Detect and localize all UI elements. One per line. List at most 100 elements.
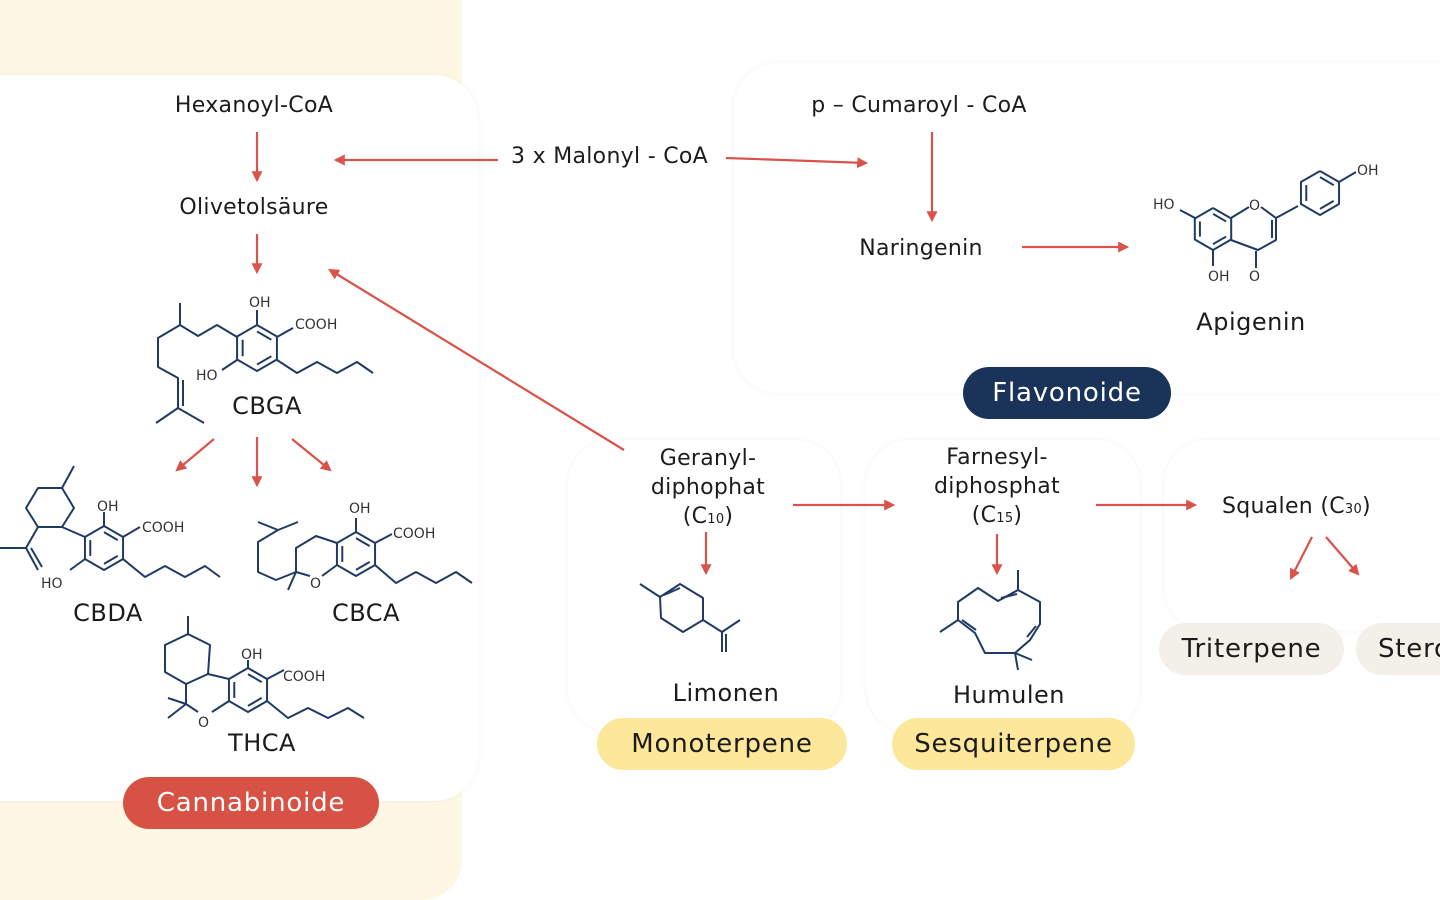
- ho-label: HO: [41, 576, 63, 592]
- bond: [266, 700, 365, 719]
- limonen-label: Limonen: [672, 679, 780, 707]
- ho-label: HO: [196, 368, 218, 384]
- reaction-arrow: [1325, 536, 1360, 576]
- cbga-label: CBGA: [232, 392, 302, 420]
- bond: [702, 619, 723, 652]
- squalen-subscript: 30: [1344, 502, 1363, 517]
- olivetolsaeure-label: Olivetolsäure: [179, 195, 329, 220]
- geranyl-line2: diphophat: [650, 475, 766, 500]
- humulen-label: Humulen: [953, 681, 1065, 709]
- double-bond: [1212, 235, 1227, 245]
- formula-close: ): [1013, 503, 1023, 528]
- bond: [211, 700, 230, 713]
- cbca-label: CBCA: [332, 599, 400, 627]
- oh-label: OH: [349, 501, 371, 517]
- reaction-arrow: [725, 156, 869, 169]
- triterpene-badge: Triterpene: [1159, 623, 1344, 675]
- bond: [276, 359, 374, 374]
- formula-subscript: 15: [996, 511, 1014, 526]
- reaction-arrow: [291, 438, 332, 472]
- flavonoide-badge: Flavonoide: [963, 367, 1171, 419]
- bond: [939, 619, 959, 633]
- bond: [257, 521, 279, 531]
- bond: [25, 547, 39, 571]
- ho-label: HO: [1153, 197, 1175, 213]
- bond: [155, 324, 181, 424]
- bond: [276, 327, 294, 338]
- bond: [1014, 652, 1019, 671]
- cooh-label: COOH: [295, 317, 337, 333]
- geranyl-formula: (C10): [651, 502, 765, 534]
- cooh-label: COOH: [283, 669, 325, 685]
- bond: [321, 564, 338, 577]
- cooh-label: COOH: [142, 520, 184, 536]
- oh-label: OH: [97, 499, 119, 515]
- bond: [374, 564, 473, 584]
- oh-label: OH: [249, 295, 271, 311]
- naringenin-label: Naringenin: [859, 236, 983, 261]
- bond: [374, 533, 393, 544]
- sesquiterpene-badge: Sesquiterpene: [892, 718, 1135, 770]
- triterpene-panel: [1164, 440, 1440, 630]
- bond: [0, 526, 39, 549]
- thca-label: THCA: [228, 729, 296, 757]
- hexanoyl-coa-label: Hexanoyl-CoA: [174, 93, 334, 118]
- bond: [164, 633, 211, 685]
- monoterpene-panel: [568, 440, 840, 732]
- malonyl-coa-label: 3 x Malonyl - CoA: [511, 144, 709, 169]
- sesquiterpene-panel: [866, 440, 1140, 732]
- bond: [295, 535, 338, 577]
- bond: [639, 583, 661, 598]
- farnesyl-line2: diphosphat: [934, 474, 1060, 499]
- farnesyl-diphosphat-label: Farnesyl- diphosphat (C15): [934, 443, 1060, 533]
- double-bond: [1000, 593, 1018, 599]
- farnesyl-formula: (C15): [934, 501, 1060, 533]
- formula-text: (C: [682, 504, 708, 529]
- farnesyl-line1: Farnesyl-: [946, 445, 1048, 470]
- double-bond: [663, 587, 681, 596]
- bond: [721, 619, 741, 633]
- bond: [25, 487, 86, 538]
- oh-label: OH: [1208, 269, 1230, 285]
- double-bond: [256, 330, 272, 341]
- apigenin-label: Apigenin: [1196, 308, 1306, 336]
- bond: [1275, 205, 1299, 219]
- squalen-close: ): [1362, 494, 1371, 519]
- bond: [61, 465, 75, 489]
- formula-subscript: 10: [707, 512, 725, 527]
- double-bond: [355, 561, 371, 571]
- bond: [257, 521, 299, 591]
- double-bond: [247, 673, 263, 683]
- double-bond: [1212, 213, 1227, 223]
- humulen-ring: [957, 587, 1041, 654]
- bond: [167, 697, 187, 719]
- reaction-arrow: [175, 438, 215, 472]
- double-bond: [247, 697, 263, 707]
- double-bond: [103, 555, 119, 565]
- o-label: O: [310, 576, 321, 592]
- cbda-label: CBDA: [73, 599, 143, 627]
- double-bond: [256, 355, 272, 366]
- double-bond: [1026, 625, 1037, 638]
- double-bond: [103, 531, 119, 541]
- limonen-ring: [659, 583, 704, 633]
- cooh-label: COOH: [393, 526, 435, 542]
- o-label: O: [1249, 198, 1260, 214]
- o-label: O: [1249, 269, 1260, 285]
- double-bond: [1319, 200, 1335, 210]
- formula-close: ): [724, 504, 734, 529]
- monoterpene-badge: Monoterpene: [597, 718, 847, 770]
- reaction-arrow: [1289, 536, 1313, 580]
- double-bond: [355, 537, 371, 547]
- oh-label: OH: [241, 647, 263, 663]
- formula-text: (C: [971, 503, 997, 528]
- geranyl-line1: Geranyl-: [659, 446, 757, 471]
- double-bond: [961, 619, 977, 631]
- bond: [177, 407, 205, 424]
- bond: [1014, 652, 1033, 661]
- cumaroyl-coa-label: p – Cumaroyl - CoA: [811, 93, 1027, 118]
- bond: [221, 359, 238, 371]
- o-label: O: [198, 715, 209, 731]
- geranyl-diphosphat-label: Geranyl- diphophat (C10): [651, 444, 765, 534]
